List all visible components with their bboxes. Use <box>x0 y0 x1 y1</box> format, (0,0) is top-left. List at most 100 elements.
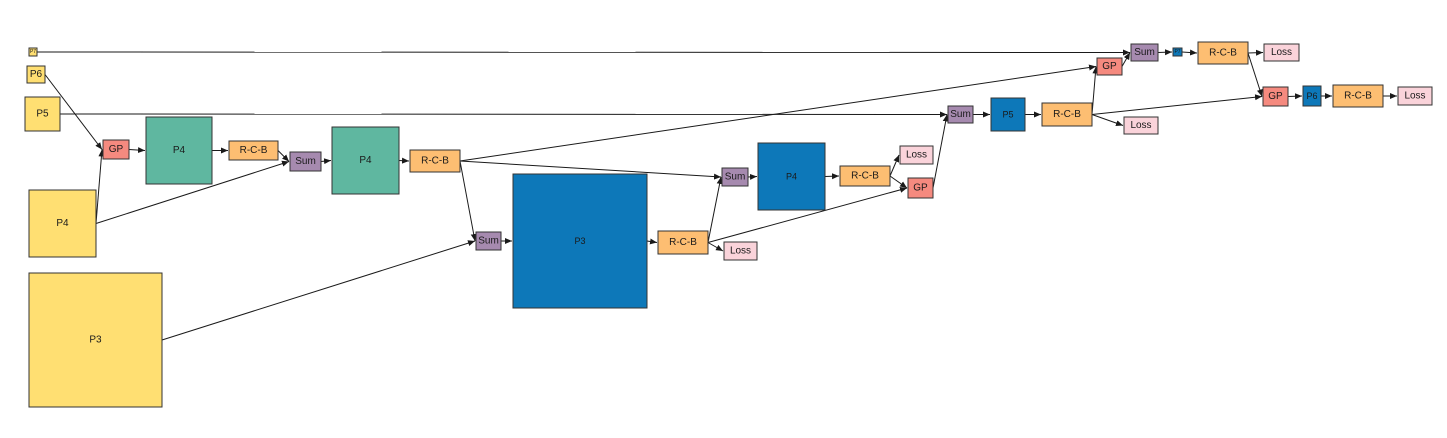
edge-rcb3-to-loss3 <box>707 242 724 252</box>
edge-gp4-to-out-p6 <box>1287 93 1303 100</box>
edge-rcb4-to-loss4 <box>889 154 900 177</box>
node-label: GP <box>109 144 124 155</box>
node-gp4: GP <box>1262 86 1289 107</box>
node-label: P5 <box>36 109 49 120</box>
node-sum2: Sum <box>475 231 502 251</box>
node-label: Sum <box>295 156 316 167</box>
edge-in-p6-to-gp1 <box>44 74 103 150</box>
node-rcb3: R-C-B <box>657 230 709 255</box>
node-loss3: Loss <box>723 241 758 261</box>
intermediate-feature-box <box>331 126 400 195</box>
node-label: P4 <box>173 145 186 156</box>
edge-rcb3-to-sum3 <box>707 176 723 243</box>
loss-box <box>1397 86 1433 106</box>
edge-rcb5-to-gp3 <box>1091 66 1099 115</box>
edge-sum1-to-mid-p4b <box>320 158 332 165</box>
node-in-p4: P4 <box>28 189 97 258</box>
node-sum1: Sum <box>289 151 322 172</box>
edge-in-p5-to-sum4 <box>59 111 948 118</box>
node-label: P3 <box>574 236 585 246</box>
node-label: R-C-B <box>851 171 879 182</box>
input-feature-box <box>26 65 46 84</box>
edge-sum5-to-out-p7 <box>1157 49 1173 56</box>
input-feature-box <box>28 189 97 258</box>
rcb-box <box>839 165 891 187</box>
edge-gp2-to-sum4 <box>932 114 949 189</box>
edge-rcb7-to-loss7 <box>1247 49 1264 56</box>
node-label: GP <box>1268 91 1283 102</box>
rcb-box <box>657 230 709 255</box>
rcb-box <box>228 140 279 161</box>
node-label: P7 <box>30 49 36 55</box>
edge-rcb1-to-sum1 <box>277 150 290 162</box>
sum-box <box>721 167 749 187</box>
node-mid-p4a: P4 <box>145 116 213 185</box>
edge-out-p4-to-rcb4 <box>824 173 840 180</box>
input-feature-box <box>28 272 163 408</box>
node-rcb2: R-C-B <box>409 149 461 173</box>
node-mid-p4b: P4 <box>331 126 400 195</box>
node-sum3: Sum <box>721 167 749 187</box>
global-pool-box <box>1096 57 1123 76</box>
node-label: Loss <box>730 246 751 257</box>
node-label: R-C-B <box>1209 48 1237 59</box>
edge-in-p4-to-gp1 <box>95 149 105 224</box>
node-label: P4 <box>56 218 69 229</box>
output-feature-box <box>990 97 1026 132</box>
edge-sum3-to-out-p4 <box>747 173 758 180</box>
node-label: Sum <box>1134 47 1155 58</box>
node-label: R-C-B <box>1344 91 1372 102</box>
node-sum5: Sum <box>1130 43 1159 62</box>
node-label: Loss <box>906 150 927 161</box>
global-pool-box <box>102 139 130 160</box>
edge-gp3-to-sum5 <box>1121 52 1131 67</box>
node-loss4: Loss <box>899 145 934 165</box>
rcb-box <box>1197 41 1249 65</box>
node-rcb7: R-C-B <box>1197 41 1249 65</box>
node-loss5: Loss <box>1123 116 1159 135</box>
edge-rcb5-to-gp4 <box>1091 94 1263 115</box>
node-gp2: GP <box>907 177 934 199</box>
node-label: P6 <box>30 69 43 80</box>
output-feature-box <box>512 173 648 309</box>
edge-in-p7-to-sum5 <box>36 49 1131 56</box>
edge-rcb4-to-gp2 <box>889 175 908 189</box>
sum-box <box>289 151 322 172</box>
loss-box <box>1263 43 1300 62</box>
node-out-p6: P6 <box>1302 85 1322 107</box>
edge-out-p3-to-rcb3 <box>646 238 658 245</box>
node-in-p7: P7 <box>28 47 38 57</box>
node-label: P3 <box>89 335 102 346</box>
node-label: P4 <box>786 172 797 182</box>
node-rcb4: R-C-B <box>839 165 891 187</box>
sum-box <box>1130 43 1159 62</box>
node-out-p5: P5 <box>990 97 1026 132</box>
edges-layer <box>36 49 1397 341</box>
node-label: Sum <box>478 236 499 247</box>
loss-box <box>723 241 758 261</box>
node-label: Sum <box>725 172 746 183</box>
edge-gp1-to-mid-p4a <box>128 147 146 154</box>
loss-box <box>1123 116 1159 135</box>
node-rcb6: R-C-B <box>1332 84 1384 108</box>
loss-box <box>899 145 934 165</box>
node-label: Loss <box>1271 47 1292 58</box>
global-pool-box <box>1262 86 1289 107</box>
node-label: Loss <box>1404 91 1425 102</box>
node-label: R-C-B <box>421 156 449 167</box>
intermediate-feature-box <box>145 116 213 185</box>
edge-rcb2-to-gp3 <box>459 64 1097 162</box>
node-out-p7: P7 <box>1172 47 1183 57</box>
output-feature-box <box>757 142 826 211</box>
node-gp1: GP <box>102 139 130 160</box>
sum-box <box>947 105 974 124</box>
input-feature-box <box>28 47 38 57</box>
edge-rcb2-to-sum2 <box>459 160 477 242</box>
node-rcb1: R-C-B <box>228 140 279 161</box>
edge-mid-p4b-to-rcb2 <box>398 157 410 164</box>
edge-rcb2-to-sum3 <box>459 160 722 180</box>
edge-in-p3-to-sum2 <box>161 240 476 341</box>
